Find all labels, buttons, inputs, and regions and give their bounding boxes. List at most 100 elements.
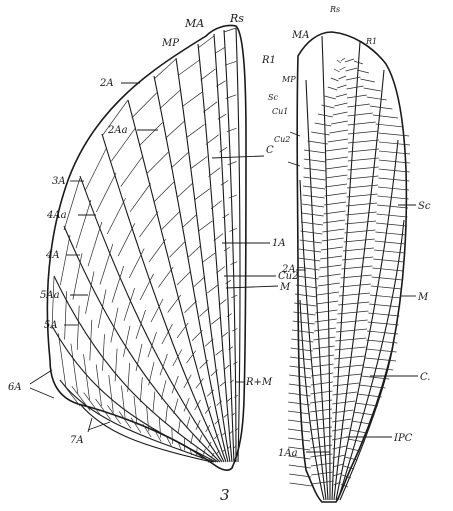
left-crossvein bbox=[203, 253, 215, 262]
right-crossvein bbox=[342, 257, 373, 260]
right-crossvein bbox=[288, 411, 310, 414]
left-crossvein bbox=[96, 173, 116, 212]
left-crossvein bbox=[58, 333, 66, 387]
left-crossvein bbox=[60, 235, 70, 285]
left-crossvein bbox=[124, 288, 135, 321]
left-crossvein bbox=[211, 201, 222, 209]
right-crossvein bbox=[303, 186, 325, 189]
right-crossvein bbox=[326, 148, 348, 151]
right-crossvein bbox=[334, 69, 340, 72]
right-crossvein bbox=[366, 340, 397, 343]
left-crossvein bbox=[88, 222, 102, 266]
right-crossvein bbox=[322, 238, 344, 241]
right-crossvein bbox=[345, 59, 354, 62]
left-crossvein bbox=[161, 380, 166, 399]
left-crossvein bbox=[187, 417, 191, 429]
right-crossvein bbox=[291, 348, 313, 351]
left-crossvein bbox=[165, 121, 184, 138]
left-crossvein bbox=[215, 48, 225, 54]
right-crossvein bbox=[320, 256, 342, 259]
right-crossvein bbox=[376, 124, 404, 127]
right-crossvein bbox=[336, 94, 347, 97]
right-crossvein bbox=[314, 328, 336, 331]
right-crossvein bbox=[310, 409, 332, 412]
right-crossvein bbox=[290, 357, 312, 360]
right-crossvein bbox=[371, 286, 402, 289]
left-crossvein bbox=[216, 267, 225, 274]
right-crossvein bbox=[379, 142, 410, 145]
left-crossvein bbox=[171, 152, 188, 168]
left-crossvein bbox=[134, 396, 137, 425]
left-crossvein bbox=[224, 365, 229, 369]
label-4aa-left: 4Aa bbox=[46, 210, 67, 221]
right-crossvein bbox=[346, 77, 360, 80]
right-crossvein bbox=[379, 133, 410, 136]
right-crossvein bbox=[318, 114, 333, 117]
right-wing-crossveins bbox=[288, 58, 410, 487]
left-crossvein bbox=[103, 334, 105, 371]
right-crossvein bbox=[303, 177, 325, 180]
left-crossvein bbox=[140, 274, 154, 300]
right-crossvein bbox=[333, 392, 358, 395]
right-crossvein bbox=[367, 331, 398, 334]
right-crossvein bbox=[288, 402, 310, 405]
right-crossvein bbox=[310, 418, 332, 421]
left-crossvein bbox=[188, 246, 201, 258]
right-crossvein bbox=[325, 96, 336, 99]
left-crossvein bbox=[185, 301, 197, 313]
right-crossvein bbox=[288, 429, 310, 432]
right-crossvein bbox=[328, 87, 337, 90]
left-crossvein bbox=[200, 308, 210, 317]
left-crossvein bbox=[222, 332, 228, 337]
right-crossvein bbox=[311, 132, 329, 135]
right-crossvein bbox=[361, 79, 375, 82]
left-wing-labels: MA MP Rs R1 2A 2Aa 3A 4Aa 4A 5Aa 5A 6A 7… bbox=[8, 12, 298, 446]
right-crossvein bbox=[373, 259, 404, 262]
right-crossvein bbox=[288, 438, 310, 441]
left-crossvein bbox=[194, 277, 205, 287]
right-crossvein bbox=[347, 95, 367, 98]
label-cu2-right: Cu2 bbox=[274, 135, 290, 144]
right-crossvein bbox=[332, 401, 355, 404]
left-crossvein bbox=[227, 314, 232, 317]
left-crossvein bbox=[121, 386, 125, 419]
figure-number: 3 bbox=[220, 486, 230, 504]
right-crossvein bbox=[315, 123, 332, 126]
label-r1-left: R1 bbox=[261, 55, 276, 66]
left-crossvein bbox=[209, 168, 221, 177]
right-crossvein bbox=[300, 231, 322, 234]
right-crossvein bbox=[334, 365, 364, 368]
right-crossvein bbox=[347, 176, 378, 179]
left-crossvein bbox=[229, 195, 237, 198]
label-r1-right: R1 bbox=[365, 37, 377, 46]
label-sc-right-top: Sc bbox=[268, 93, 278, 102]
right-crossvein bbox=[348, 122, 376, 125]
label-1aa-right: 1Aa bbox=[278, 448, 298, 459]
right-crossvein bbox=[337, 85, 346, 88]
right-crossvein bbox=[312, 364, 334, 367]
left-wing bbox=[47, 25, 246, 470]
left-crossvein bbox=[86, 148, 107, 190]
right-crossvein bbox=[345, 221, 376, 224]
right-crossvein bbox=[310, 427, 332, 430]
right-crossvein bbox=[347, 86, 364, 89]
right-crossvein bbox=[332, 419, 351, 422]
left-crossvein bbox=[211, 317, 220, 324]
left-vein bbox=[236, 28, 240, 462]
left-vein bbox=[176, 58, 230, 462]
label-rm-left: R+M bbox=[245, 377, 273, 388]
left-crossvein bbox=[139, 123, 162, 146]
right-crossvein bbox=[344, 230, 375, 233]
left-crossvein bbox=[147, 152, 168, 173]
right-crossvein bbox=[313, 337, 335, 340]
label-5aa-left: 5Aa bbox=[40, 290, 60, 301]
right-crossvein bbox=[310, 400, 332, 403]
left-crossvein bbox=[140, 211, 159, 237]
right-crossvein bbox=[365, 358, 396, 361]
left-crossvein bbox=[140, 377, 142, 402]
right-crossvein bbox=[293, 321, 315, 324]
right-crossvein bbox=[301, 222, 323, 225]
left-crossvein bbox=[201, 69, 216, 80]
right-crossvein bbox=[331, 121, 348, 124]
right-crossvein bbox=[325, 193, 347, 196]
